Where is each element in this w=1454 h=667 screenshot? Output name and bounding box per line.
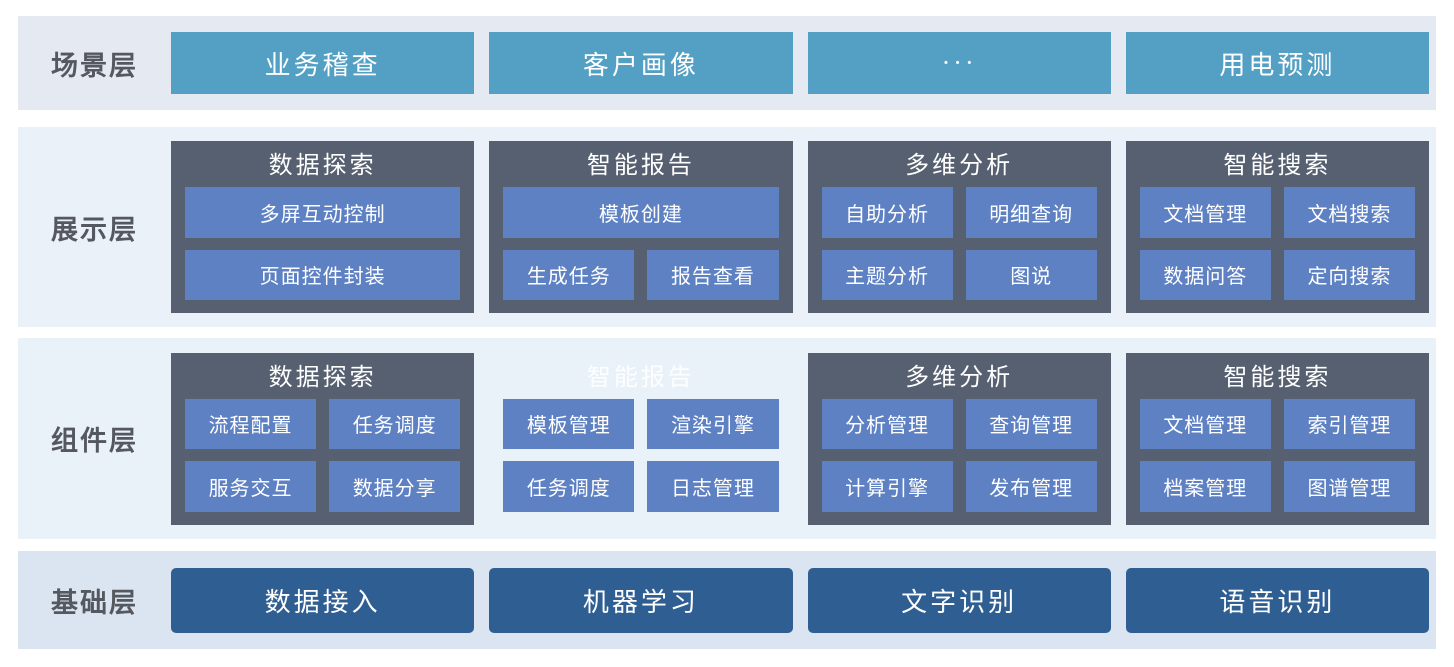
card-button: 数据分享	[329, 461, 461, 512]
card-title: 多维分析	[905, 364, 1014, 391]
card-rows: 模板管理 渲染引擎 任务调度 日志管理	[503, 398, 779, 512]
card-multidim-analysis: 多维分析 自助分析 明细查询 主题分析 图说	[807, 141, 1111, 313]
card-rows: 模板创建 生成任务 报告查看	[503, 187, 779, 300]
card-button: 任务调度	[503, 461, 635, 512]
card-button: 文档管理	[1139, 187, 1271, 238]
layer-component: 组件层 数据探索 流程配置 任务调度 服务交互 数据分享 智能报告	[18, 338, 1436, 539]
layer-display-content: 数据探索 多屏互动控制 页面控件封装 智能报告 模板创建	[171, 127, 1436, 327]
card-button: 计算引擎	[821, 461, 953, 512]
card-title: 智能搜索	[1223, 364, 1332, 391]
card-title: 数据探索	[268, 153, 377, 179]
card-button: 档案管理	[1139, 461, 1271, 512]
scenario-block-customer-profile: 客户画像	[489, 32, 793, 94]
card-title: 智能搜索	[1223, 153, 1332, 179]
base-block-ocr: 文字识别	[807, 567, 1111, 633]
card-rows: 文档管理 文档搜索 数据问答 定向搜索	[1139, 187, 1415, 300]
card-smart-search: 智能搜索 文档管理 文档搜索 数据问答 定向搜索	[1125, 141, 1429, 313]
layer-base-label: 基础层	[51, 587, 138, 618]
card-smart-report: 智能报告 模板创建 生成任务 报告查看	[489, 141, 793, 313]
card-title: 智能报告	[586, 153, 695, 179]
layer-component-label: 组件层	[51, 426, 138, 456]
card-title: 智能报告	[586, 364, 695, 391]
card-smart-search: 智能搜索 文档管理 索引管理 档案管理 图谱管理	[1125, 352, 1429, 525]
card-button: 页面控件封装	[185, 249, 461, 300]
card-rows: 多屏互动控制 页面控件封装	[185, 187, 461, 300]
card-button: 自助分析	[821, 187, 953, 238]
scenario-block-power-forecast: 用电预测	[1125, 32, 1429, 94]
scenario-block-business-audit: 业务稽查	[171, 32, 475, 94]
layer-base-content: 数据接入 机器学习 文字识别 语音识别	[171, 551, 1436, 649]
card-button: 明细查询	[965, 187, 1097, 238]
card-button: 任务调度	[329, 398, 461, 449]
card-button: 模板管理	[503, 398, 635, 449]
card-rows: 文档管理 索引管理 档案管理 图谱管理	[1139, 398, 1415, 512]
layer-base: 基础层 数据接入 机器学习 文字识别 语音识别	[18, 551, 1436, 649]
card-button: 索引管理	[1283, 398, 1415, 449]
card-button: 图说	[965, 249, 1097, 300]
card-button: 查询管理	[965, 398, 1097, 449]
card-data-exploration: 数据探索 多屏互动控制 页面控件封装	[171, 141, 475, 313]
card-button: 日志管理	[647, 461, 779, 512]
card-button: 分析管理	[821, 398, 953, 449]
card-button: 文档管理	[1139, 398, 1271, 449]
card-button: 模板创建	[503, 187, 779, 238]
card-button: 主题分析	[821, 249, 953, 300]
card-button: 数据问答	[1139, 249, 1271, 300]
card-smart-report-ghost: 智能报告 模板管理 渲染引擎 任务调度 日志管理	[489, 353, 792, 525]
layer-scenario-content: 业务稽查 客户画像 ··· 用电预测	[171, 16, 1436, 110]
layer-scenario: 场景层 业务稽查 客户画像 ··· 用电预测	[18, 16, 1436, 110]
card-button: 图谱管理	[1283, 461, 1415, 512]
card-multidim-analysis: 多维分析 分析管理 查询管理 计算引擎 发布管理	[807, 352, 1111, 525]
card-button: 生成任务	[503, 249, 635, 300]
card-data-exploration: 数据探索 流程配置 任务调度 服务交互 数据分享	[171, 352, 475, 525]
layer-display-label: 展示层	[51, 214, 138, 245]
card-rows: 自助分析 明细查询 主题分析 图说	[821, 187, 1097, 300]
card-button: 文档搜索	[1283, 187, 1415, 238]
card-rows: 流程配置 任务调度 服务交互 数据分享	[185, 398, 461, 512]
base-block-data-access: 数据接入	[171, 567, 475, 633]
card-title: 数据探索	[268, 364, 377, 391]
layer-display: 展示层 数据探索 多屏互动控制 页面控件封装 智能报告 模板创建	[18, 127, 1436, 327]
card-button: 流程配置	[185, 398, 317, 449]
base-block-speech-recognition: 语音识别	[1125, 567, 1429, 633]
card-rows: 分析管理 查询管理 计算引擎 发布管理	[821, 398, 1097, 512]
card-button: 报告查看	[647, 249, 779, 300]
card-button: 渲染引擎	[647, 398, 779, 449]
scenario-block-ellipsis: ···	[807, 32, 1111, 94]
card-title: 多维分析	[905, 153, 1014, 179]
card-button: 发布管理	[965, 461, 1097, 512]
base-block-machine-learning: 机器学习	[489, 567, 793, 633]
card-button: 多屏互动控制	[185, 187, 461, 238]
layer-scenario-label: 场景层	[51, 50, 138, 81]
layer-component-content: 数据探索 流程配置 任务调度 服务交互 数据分享 智能报告 模板管理	[171, 338, 1436, 539]
card-button: 定向搜索	[1283, 249, 1415, 300]
card-button: 服务交互	[185, 461, 317, 512]
